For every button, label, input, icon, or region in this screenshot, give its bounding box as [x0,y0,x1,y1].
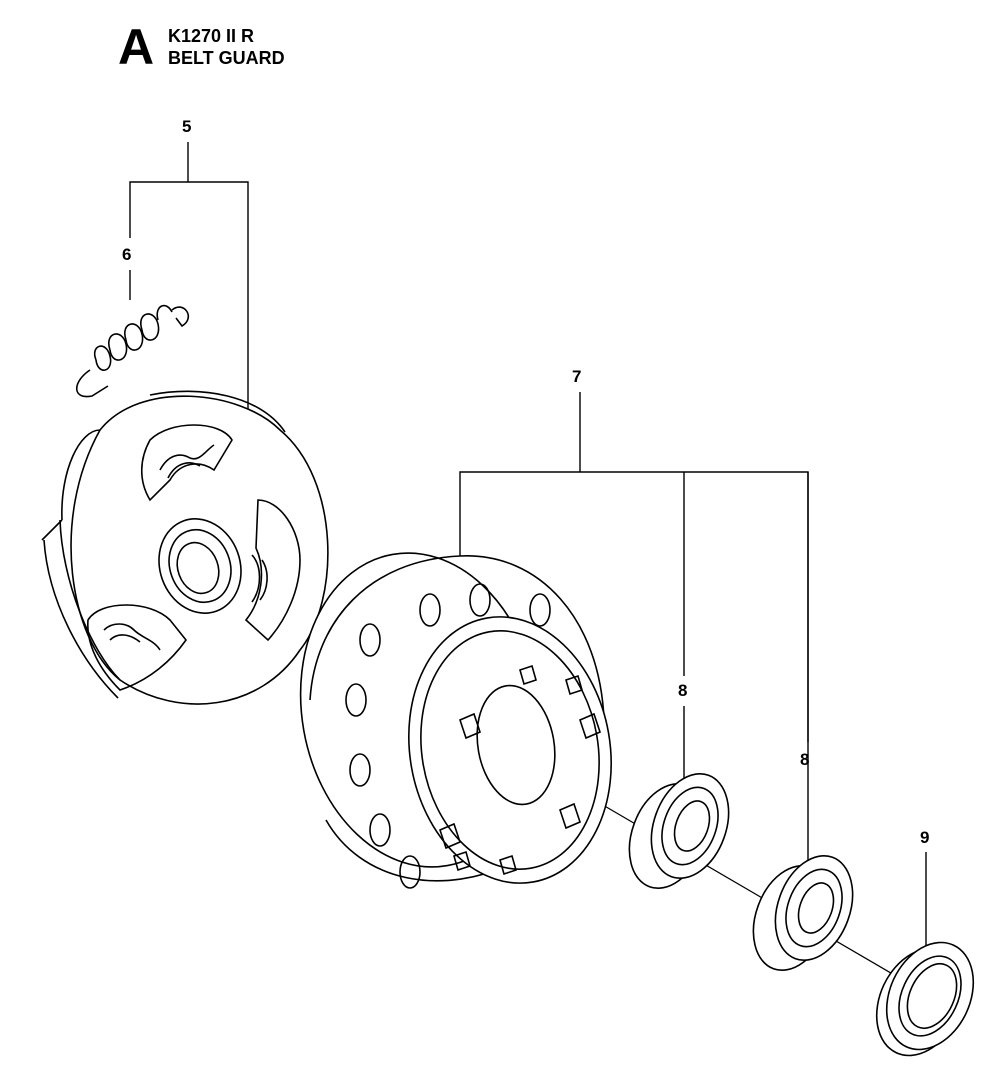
callout-7[interactable]: 7 [572,367,581,386]
callout-5[interactable]: 5 [182,117,191,136]
part-6-spring [75,304,189,398]
part-8-bearing-first [628,772,730,890]
diagram-title: BELT GUARD [168,48,285,68]
callout-9[interactable]: 9 [920,828,929,847]
part-7-clutch-drum [299,552,612,889]
part-8-bearing-second [752,854,854,972]
callout-8-second[interactable]: 8 [800,750,809,769]
part-9-washer [875,941,975,1057]
part-5-clutch [41,390,329,705]
callout-6[interactable]: 6 [122,245,131,264]
model-name: K1270 II R [168,26,255,46]
section-letter: A [118,19,155,75]
callout-8-first[interactable]: 8 [678,681,687,700]
